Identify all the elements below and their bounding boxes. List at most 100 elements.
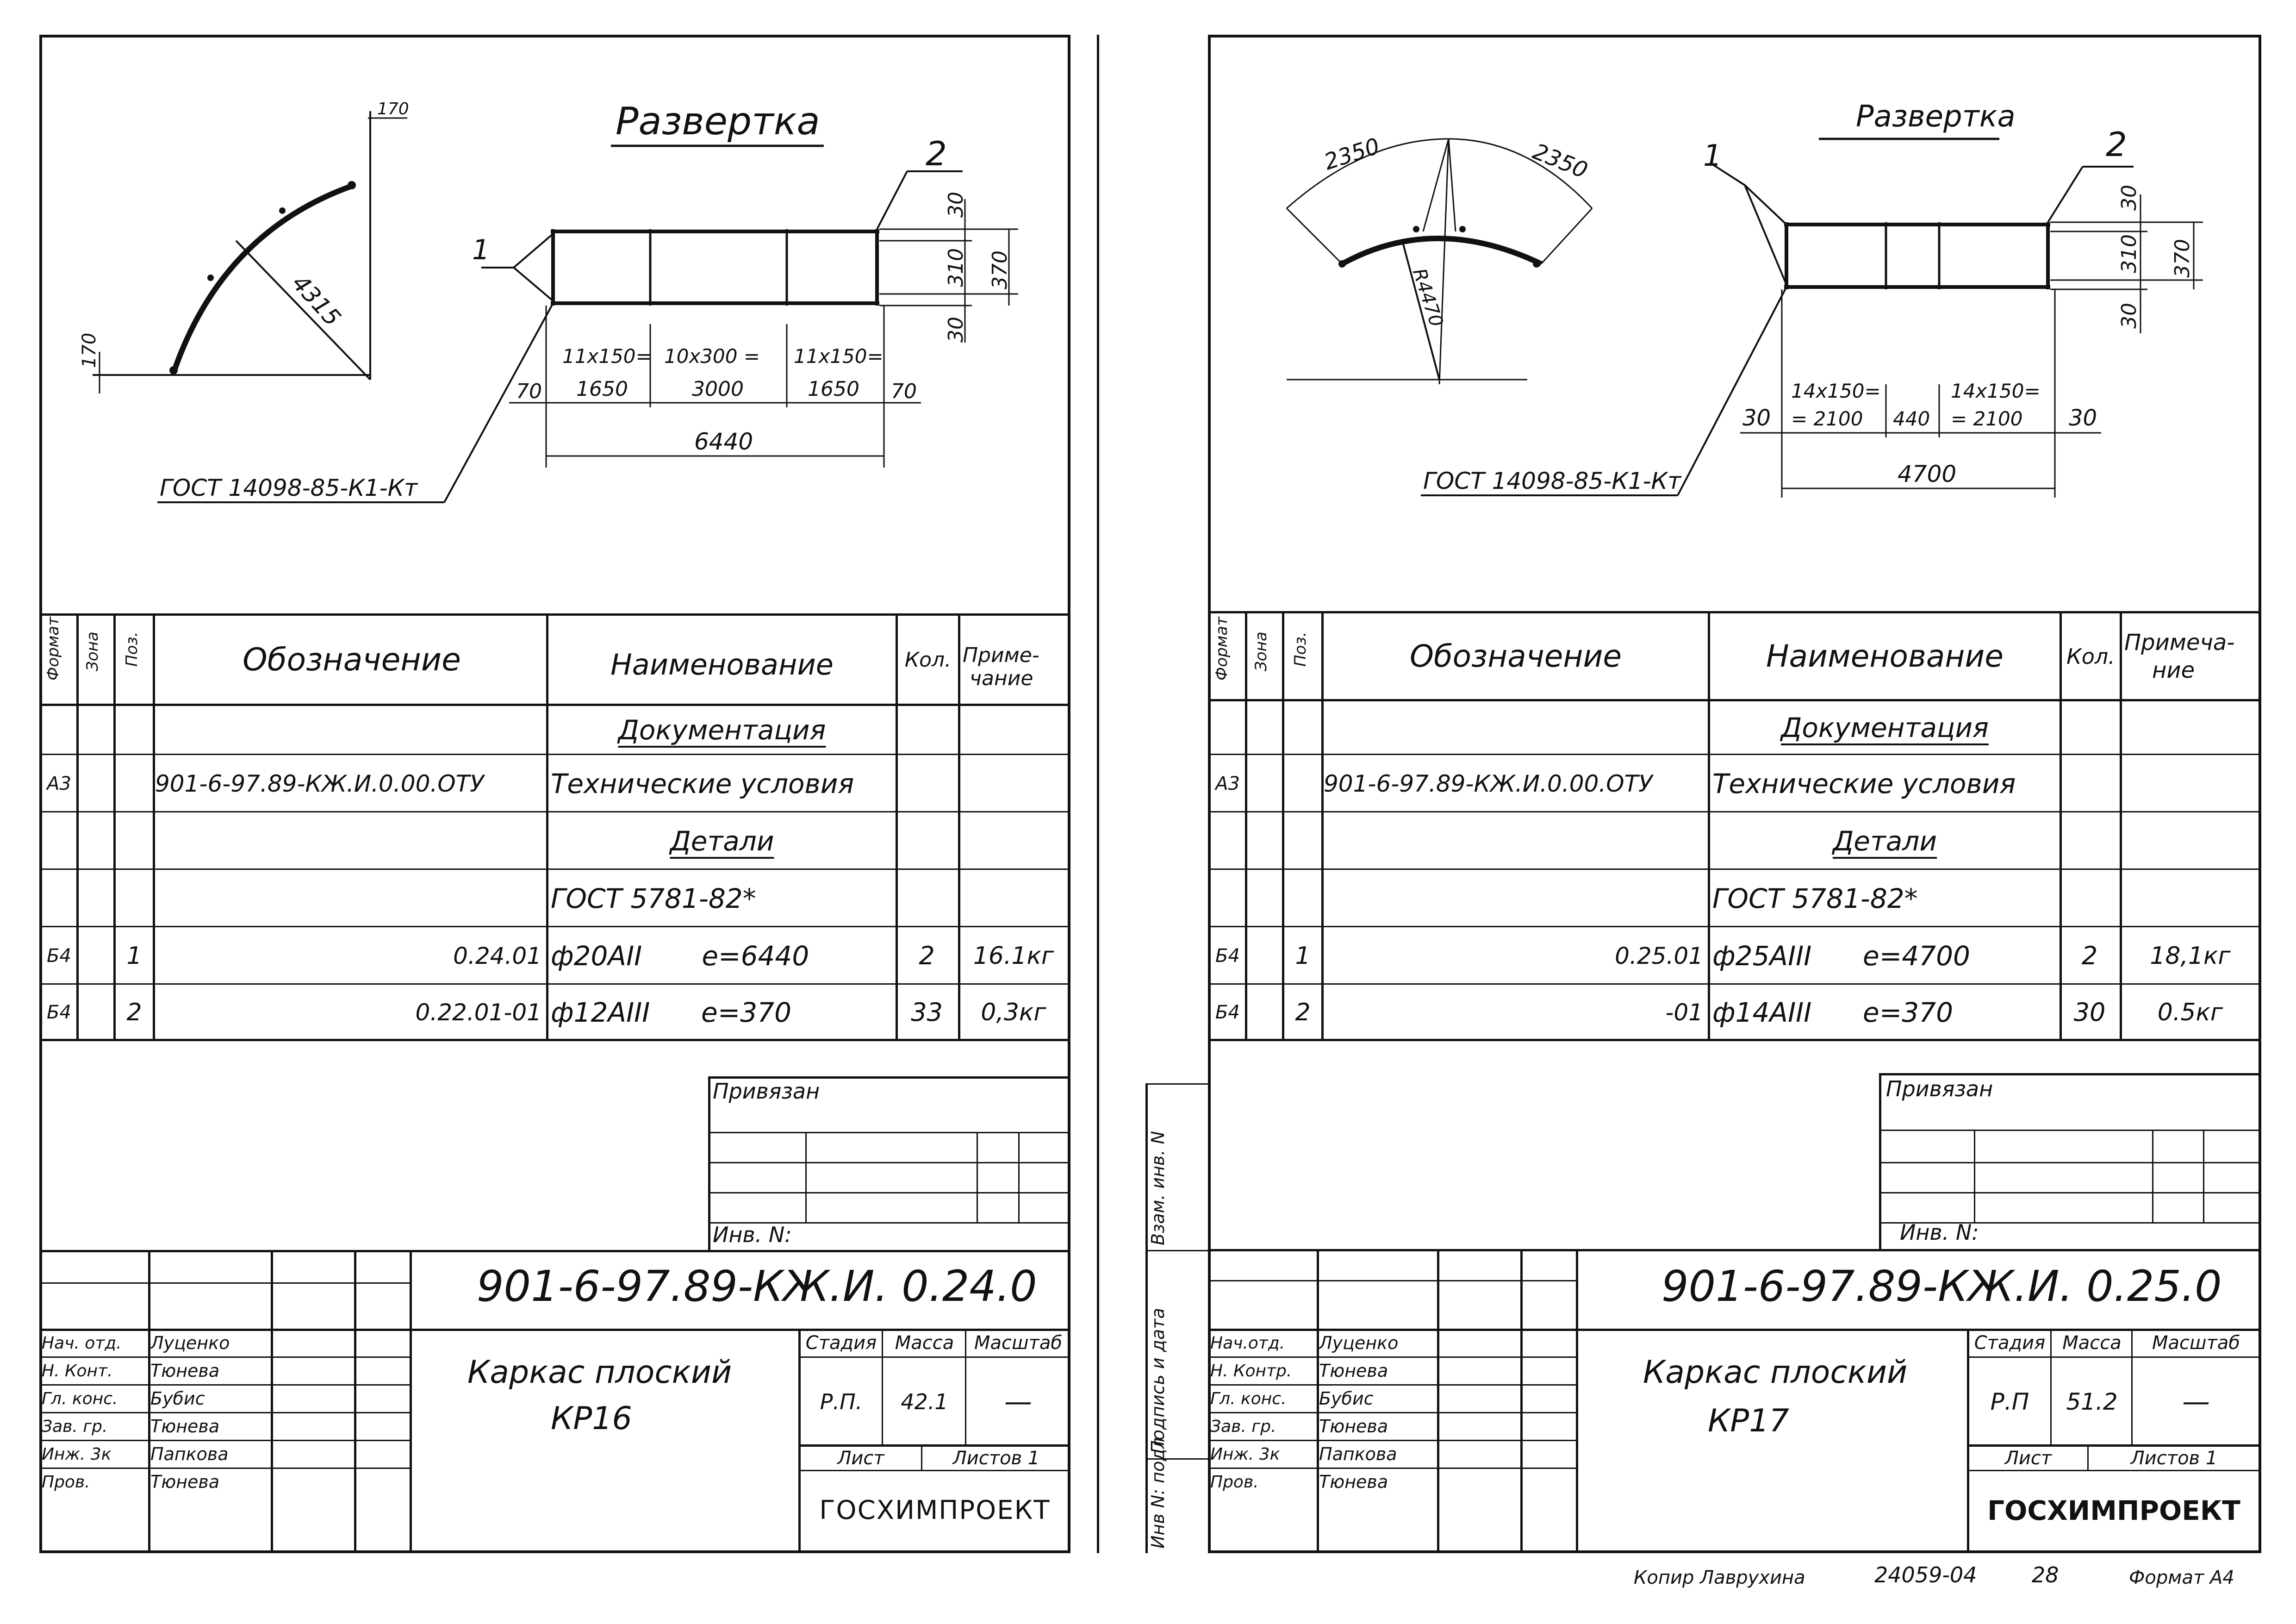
right-row-3-designation xyxy=(1324,871,1703,926)
right-row-2-note xyxy=(2122,813,2259,868)
margin-swap-inv: Взам. инв. N xyxy=(1148,1131,1168,1245)
right-signatory-4-name: Папкова xyxy=(1319,1444,1397,1464)
right-row-4-note: 18,1кг xyxy=(2150,942,2231,970)
right-row-4-quantity: 2 xyxy=(2081,941,2098,970)
right-dim-30d: 30 xyxy=(2069,405,2097,431)
left-span2-bot: 3000 xyxy=(692,377,744,401)
right-row-3-position xyxy=(1284,871,1321,926)
left-hdr-format: Формат xyxy=(44,617,62,681)
left-row-1-designation: 901-6-97.89-КЖ.И.0.00.ОТУ xyxy=(155,770,484,797)
right-mass-value: 51.2 xyxy=(2066,1388,2118,1415)
right-scale-label: Масштаб xyxy=(2152,1332,2240,1354)
left-stage-label: Стадия xyxy=(805,1332,877,1354)
left-row-2-name: Детали xyxy=(670,825,774,857)
right-row-0-quantity xyxy=(2062,701,2117,754)
left-tie-label: Привязан xyxy=(713,1079,820,1104)
margin-sign-date: Подпись и дата xyxy=(1148,1308,1168,1454)
right-signatory-0-role: Нач.отд. xyxy=(1210,1333,1285,1353)
left-stage-value: Р.П. xyxy=(820,1389,863,1414)
right-hdr-note2: ние xyxy=(2152,657,2195,683)
left-signatory-4-role: Инж. 3к xyxy=(42,1444,112,1464)
right-dim-30b: 30 xyxy=(2117,303,2141,329)
margin-inv-orig: Инв N: подл xyxy=(1148,1437,1168,1549)
left-row-4-designation: 0.24.01 xyxy=(453,942,541,969)
left-row-1-note xyxy=(960,756,1067,811)
right-hdr-designation: Обозначение xyxy=(1410,638,1622,674)
right-span1-bot: = 2100 xyxy=(1791,407,1863,430)
left-hdr-designation: Обозначение xyxy=(243,641,461,678)
right-stage-label: Стадия xyxy=(1974,1332,2046,1354)
right-span1-top: 14x150= xyxy=(1791,380,1881,402)
right-row-1-format: А3 xyxy=(1215,773,1240,794)
left-row-3-note xyxy=(960,871,1067,926)
left-signatory-0-role: Нач. отд. xyxy=(42,1333,122,1353)
right-span2: 440 xyxy=(1893,407,1930,430)
left-hdr-note1: Приме- xyxy=(963,643,1039,667)
right-row-5-quantity: 30 xyxy=(2073,998,2106,1027)
right-row-2-position xyxy=(1284,813,1321,868)
left-row-0-quantity xyxy=(898,706,956,754)
left-row-4-note: 16.1кг xyxy=(973,942,1054,970)
right-row-4-name: ф25АIII е=4700 xyxy=(1712,940,1970,972)
right-title-line1: Каркас плоский xyxy=(1643,1354,1908,1391)
right-row-5-note: 0.5кг xyxy=(2157,998,2223,1026)
footer-format: Формат А4 xyxy=(2129,1567,2234,1588)
right-signatory-5-name: Тюнева xyxy=(1319,1472,1388,1492)
left-row-0-designation xyxy=(155,706,541,754)
right-row-0-name: Документация xyxy=(1781,712,1989,743)
left-row-3-position xyxy=(116,871,153,926)
right-signatory-4-role: Инж. 3к xyxy=(1210,1444,1280,1464)
left-pos1-label: 1 xyxy=(472,234,490,266)
left-row-2-position xyxy=(116,813,153,868)
right-doc-code: 901-6-97.89-КЖ.И. 0.25.0 xyxy=(1661,1262,2222,1311)
right-scale-value: — xyxy=(2182,1385,2210,1418)
left-scale-value: — xyxy=(1004,1385,1032,1418)
left-row-2-quantity xyxy=(898,813,956,868)
left-hdr-name: Наименование xyxy=(610,647,834,681)
left-arc-top-dim: 170 xyxy=(377,100,409,119)
left-row-1-name: Технические условия xyxy=(551,768,854,800)
footer-number: 24059-04 xyxy=(1874,1562,1977,1587)
right-signatory-2-role: Гл. конс. xyxy=(1210,1389,1287,1408)
right-row-4-position: 1 xyxy=(1295,942,1311,970)
left-pos2-label: 2 xyxy=(926,134,947,173)
right-span3-top: 14x150= xyxy=(1951,380,2041,402)
right-signatory-2-name: Бубис xyxy=(1319,1388,1374,1409)
right-signatory-3-role: Зав. гр. xyxy=(1210,1417,1276,1436)
right-row-5-position: 2 xyxy=(1295,998,1311,1026)
left-weld-spec: ГОСТ 14098-85-К1-Кт xyxy=(160,475,418,501)
right-row-1-quantity xyxy=(2062,756,2117,811)
left-row-5-name: ф12АIII е=370 xyxy=(551,996,791,1028)
right-row-2-quantity xyxy=(2062,813,2117,868)
left-signatory-5-role: Пров. xyxy=(42,1472,90,1492)
left-span2-top: 10x300 = xyxy=(664,345,760,368)
left-row-3-format xyxy=(42,871,76,926)
right-row-3-name: ГОСТ 5781-82* xyxy=(1712,882,1918,914)
left-dim-70a: 70 xyxy=(516,380,542,403)
left-row-3-quantity xyxy=(898,871,956,926)
right-row-0-format xyxy=(1210,701,1245,754)
left-org-name: ГОСХИМПРОЕКТ xyxy=(819,1495,1051,1525)
left-sheet-label: Лист xyxy=(837,1447,884,1469)
right-hdr-format: Формат xyxy=(1213,617,1231,681)
right-signatory-3-name: Тюнева xyxy=(1319,1416,1388,1437)
right-sheet-label: Лист xyxy=(2004,1447,2052,1469)
right-row-5-name: ф14АIII е=370 xyxy=(1712,996,1953,1028)
right-signatory-0-name: Луценко xyxy=(1319,1333,1399,1353)
left-hdr-pos: Поз. xyxy=(123,631,141,667)
left-drawing-title: Развертка xyxy=(616,100,820,144)
right-span3-bot: = 2100 xyxy=(1951,407,2023,430)
left-hdr-zone: Зона xyxy=(83,631,102,671)
right-row-5-format: Б4 xyxy=(1215,1001,1240,1023)
left-mass-value: 42.1 xyxy=(901,1389,948,1414)
left-row-0-note xyxy=(960,706,1067,754)
right-row-2-name: Детали xyxy=(1832,825,1937,857)
left-row-2-note xyxy=(960,813,1067,868)
left-span3-top: 11x150= xyxy=(794,345,884,368)
left-row-5-position: 2 xyxy=(126,998,142,1026)
left-sheets-label: Листов 1 xyxy=(952,1447,1040,1469)
left-row-2-format xyxy=(42,813,76,868)
left-signatory-0-name: Луценко xyxy=(150,1333,230,1353)
left-signatory-3-name: Тюнева xyxy=(150,1416,220,1437)
right-row-2-format xyxy=(1210,813,1245,868)
